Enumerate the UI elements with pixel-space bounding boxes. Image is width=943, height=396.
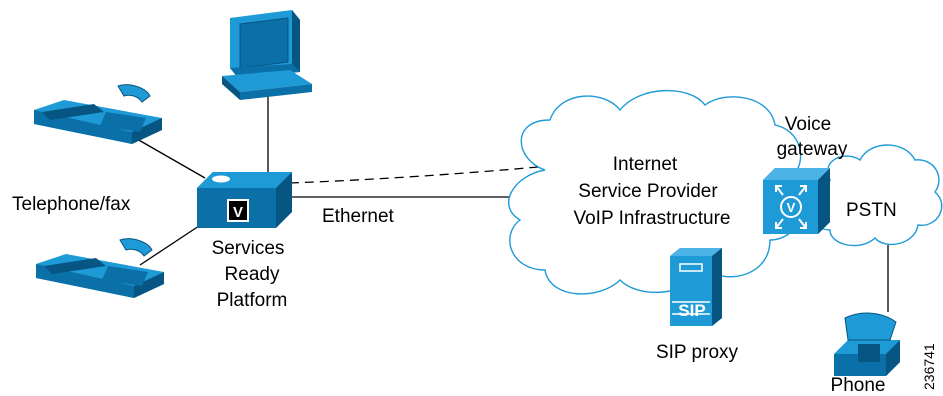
platform-label-line1: Services: [212, 238, 285, 259]
router-icon: V: [197, 172, 292, 228]
voice-gateway-label-line2: gateway: [777, 139, 848, 160]
voice-gateway-label-line1: Voice: [785, 114, 831, 135]
provider-label-line2: Service Provider: [578, 181, 718, 202]
provider-label-line3: VoIP Infrastructure: [573, 208, 730, 229]
pstn-cloud-icon: [810, 144, 943, 247]
computer-icon: [222, 10, 312, 100]
gateway-badge-icon: V: [787, 200, 796, 215]
sip-badge-icon: SIP: [678, 301, 705, 320]
phone-label: Phone: [831, 375, 886, 396]
sip-proxy-label: SIP proxy: [656, 342, 739, 363]
labels: Telephone/fax Services Ready Platform Et…: [12, 114, 937, 396]
link-fax-bottom-to-platform: [139, 221, 206, 266]
telephone-icon: [834, 312, 900, 376]
platform-label-line3: Platform: [217, 290, 288, 311]
telephone-fax-label: Telephone/fax: [12, 194, 131, 215]
pstn-label: PSTN: [846, 200, 897, 221]
link-fax-top-to-platform: [129, 134, 206, 179]
platform-label-line2: Ready: [225, 264, 280, 285]
telephone-fax-icon-top: [34, 84, 162, 144]
ethernet-label: Ethernet: [322, 206, 395, 227]
link-dashed-to-provider: [289, 164, 561, 184]
connector-lines: [129, 95, 889, 312]
sip-proxy-server-icon: SIP: [670, 248, 722, 326]
platform-badge-icon: V: [233, 204, 243, 221]
voice-gateway-icon: V: [763, 168, 830, 234]
telephone-fax-icon-bottom: [36, 238, 164, 298]
figure-id-label: 236741: [921, 343, 937, 390]
provider-label-line1: Internet: [613, 154, 678, 175]
